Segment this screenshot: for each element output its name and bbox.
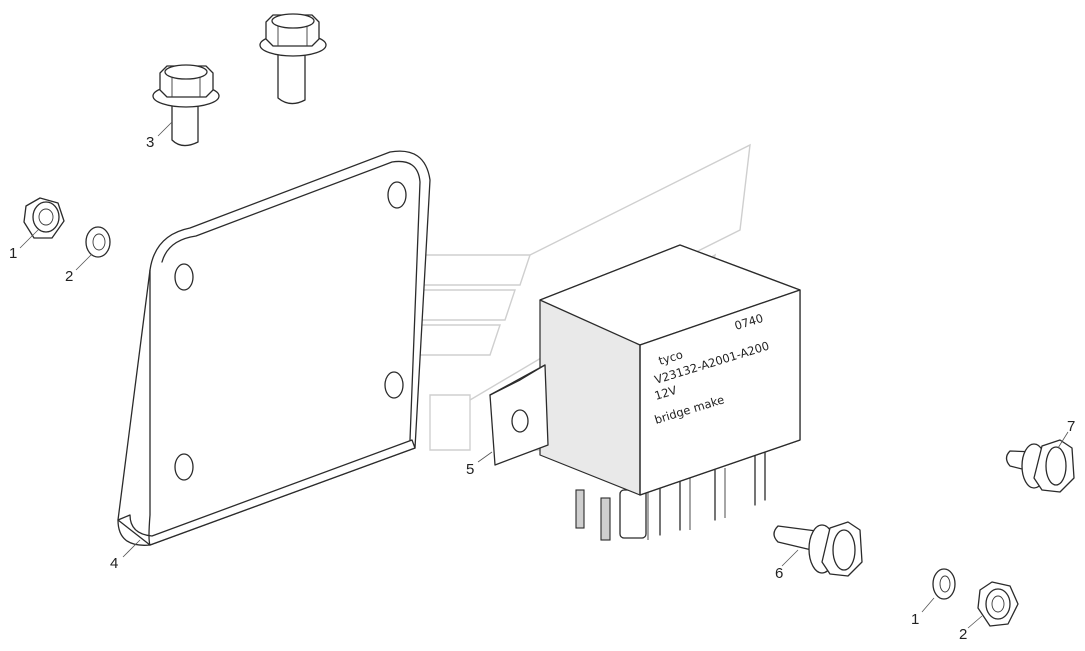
callout-washer-right: 1 (911, 611, 919, 628)
nut-left (23, 197, 65, 239)
washer-left (85, 226, 111, 258)
relay: 0740 tyco V23132-A2001-A200 12V bridge m… (489, 244, 801, 541)
bolt-top-left (152, 64, 220, 147)
callout-bracket: 4 (110, 555, 118, 572)
nut-right (977, 581, 1019, 627)
relay-brand: tyco (657, 347, 685, 368)
callout-bolt-middle: 6 (775, 565, 783, 582)
callout-bolt-top: 3 (146, 134, 154, 151)
callout-relay: 5 (466, 461, 474, 478)
relay-voltage: 12V (653, 383, 679, 403)
washer-right (932, 568, 956, 600)
bolt-middle (773, 521, 863, 577)
callout-washer-left: 2 (65, 268, 73, 285)
mounting-bracket (117, 150, 431, 546)
bolt-top-right (259, 13, 327, 105)
callout-nut-right: 2 (959, 626, 967, 643)
callout-nut-left: 1 (9, 245, 17, 262)
leader-lines (19, 121, 1069, 629)
bolt-right (1005, 439, 1075, 493)
callout-bolt-right: 7 (1067, 418, 1075, 435)
